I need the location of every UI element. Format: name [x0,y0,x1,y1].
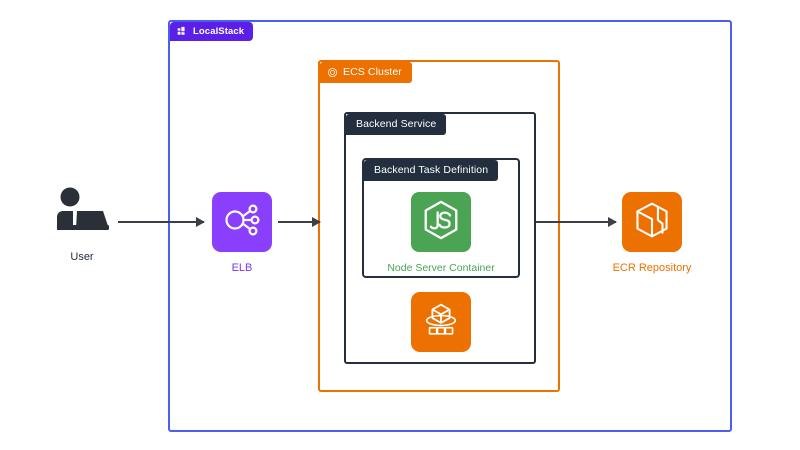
ecr-repository-icon [632,200,672,245]
arrow-elb-to-ecs-cluster [278,217,321,227]
boundary-backend-task-definition [362,158,520,278]
boundary-backend-service [344,112,536,364]
node-server-tile [411,192,471,252]
localstack-logo-icon [177,26,188,37]
elastic-load-balancer-icon [222,200,262,245]
user-laptop-icon [53,186,111,241]
node-user-label: User [70,251,94,263]
node-server-container-label: Node Server Container [387,262,495,274]
node-user: User [48,186,116,263]
arrow-task-to-ecr-repository [536,217,617,227]
badge-localstack: LocalStack [170,22,254,41]
node-ecs-service [411,292,471,352]
node-ecr-repository: ECR Repository [613,192,691,274]
badge-backend-service: Backend Service [346,114,447,135]
badge-ecs-cluster-label: ECS Cluster [343,66,402,79]
arrow-user-to-elb [118,217,205,227]
node-elb-label: ELB [231,262,253,274]
ecs-service-icon [420,299,462,346]
boundary-localstack [168,20,732,432]
badge-backend-service-label: Backend Service [356,118,437,130]
ecs-service-tile [411,292,471,352]
badge-backend-task-definition: Backend Task Definition [364,160,499,181]
node-elb: ELB [212,192,272,274]
ecs-cluster-icon [327,67,338,78]
node-node-server-container: Node Server Container [387,192,495,274]
node-ecr-repository-label: ECR Repository [612,262,692,274]
badge-backend-task-definition-label: Backend Task Definition [374,164,489,176]
badge-ecs-cluster: ECS Cluster [320,62,412,83]
nodejs-icon [420,199,462,246]
ecr-repository-tile [622,192,682,252]
elb-tile [212,192,272,252]
badge-localstack-label: LocalStack [193,25,245,37]
